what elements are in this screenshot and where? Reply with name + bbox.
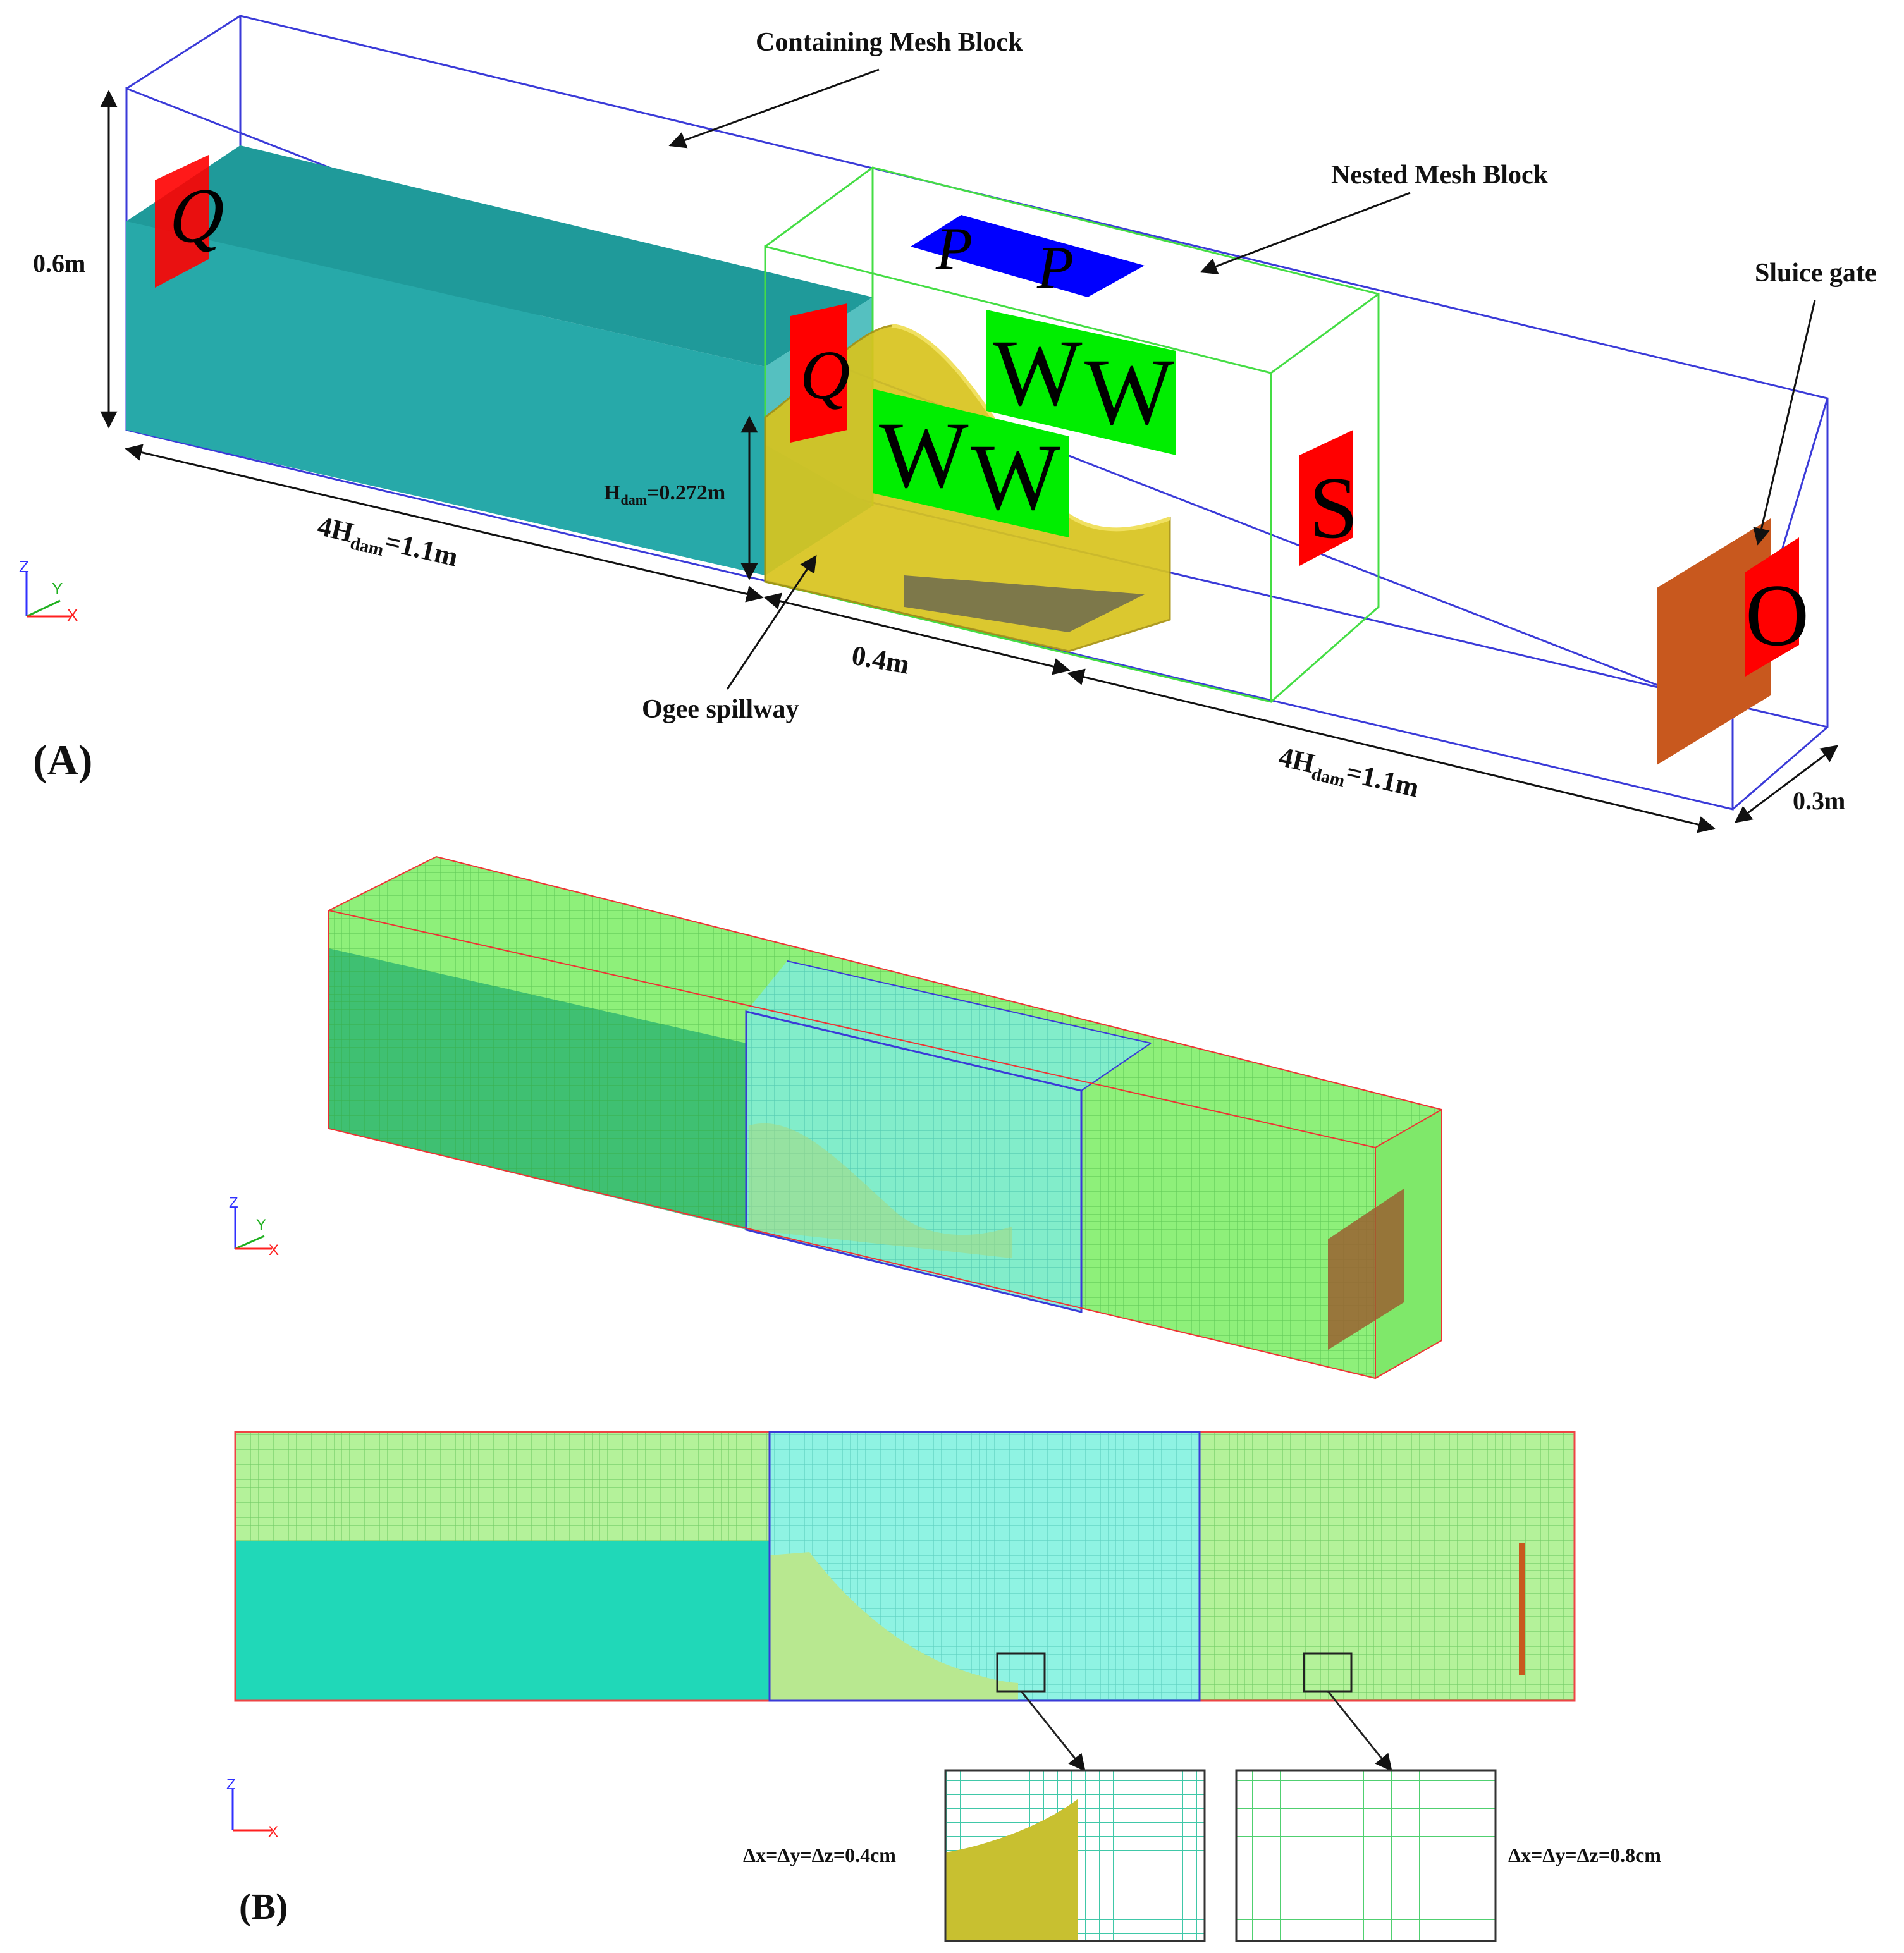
downstream-length-label: 4Hdam=1.1m [1275, 741, 1422, 807]
zoom-region-coarse [1303, 1652, 1353, 1693]
inlet-mark-upstream: Q [155, 155, 224, 288]
side-upstream-water [235, 1541, 770, 1701]
svg-text:O: O [1745, 566, 1809, 664]
svg-text:Q: Q [169, 171, 224, 262]
dimension-lines [100, 90, 1839, 833]
upstream-water-block [126, 145, 873, 575]
axis-x-a: X [67, 606, 78, 625]
wall-mark-upper: W W [986, 310, 1176, 455]
svg-text:P: P [935, 215, 973, 282]
axis-z-iso: Z [229, 1194, 238, 1211]
containing-mesh-block-label: Containing Mesh Block [756, 28, 1023, 57]
panel-b-isometric: Z Y X [229, 855, 1442, 1380]
axis-z-a: Z [19, 557, 29, 576]
mesh-block-end [1375, 1110, 1442, 1378]
axes-triad-b-iso: Z Y X [229, 1194, 279, 1259]
inlet-mark-nested: Q [790, 303, 850, 443]
axis-y-a: Y [52, 579, 63, 598]
svg-text:W: W [993, 321, 1083, 425]
pressure-mark-top: P P [911, 215, 1145, 301]
upstream-value: =1.1m [382, 526, 461, 573]
mesh-gate [1328, 1189, 1404, 1350]
ogee-spillway-label: Ogee spillway [642, 695, 799, 724]
zoom-panel-coarse [1235, 1769, 1497, 1942]
zoom-coarse-label: Δx=Δy=Δz=0.8cm [1508, 1844, 1661, 1866]
outlet-mark: O [1745, 537, 1809, 677]
wall-mark-lower: W W [873, 389, 1069, 537]
svg-text:W: W [971, 425, 1060, 530]
downstream-value: =1.1m [1343, 757, 1422, 804]
symmetry-mark: S [1299, 430, 1358, 566]
side-spillway [770, 1552, 1018, 1701]
hdam-main: H [604, 481, 620, 505]
width-label: 0.3m [1793, 787, 1845, 815]
panel-b-label: (B) [239, 1886, 288, 1927]
axes-triad-a: Z Y X [19, 557, 78, 625]
upstream-length-label: 4Hdam=1.1m [314, 510, 461, 577]
axis-y-iso: Y [256, 1216, 266, 1234]
downstream-sub: dam [1310, 764, 1347, 791]
axis-x-iso: X [269, 1242, 279, 1259]
panel-a: Q Q P P W W W W S [19, 15, 1876, 833]
side-gate [1519, 1543, 1525, 1675]
axes-triad-b-side: Z X [226, 1776, 278, 1840]
sluice-gate-label: Sluice gate [1755, 259, 1876, 288]
hdam-sub: dam [620, 492, 647, 508]
zoom-region-fine [996, 1652, 1046, 1693]
nested-mesh-block-label: Nested Mesh Block [1331, 161, 1549, 190]
callout-arrows [668, 68, 1816, 690]
spillway-length-label: 0.4m [849, 640, 912, 680]
svg-text:S: S [1309, 459, 1358, 557]
hdam-value: =0.272m [647, 481, 725, 505]
svg-text:P: P [1036, 234, 1074, 301]
panel-b-side-view: Δx=Δy=Δz=0.4cm Δx=Δy=Δz=0.8cm Z X (B) [226, 1431, 1661, 1942]
svg-text:Q: Q [800, 336, 850, 413]
zoom-panel-fine [944, 1769, 1206, 1942]
zoom-fine-label: Δx=Δy=Δz=0.4cm [743, 1844, 896, 1866]
axis-x-side: X [268, 1823, 278, 1840]
axis-z-side: Z [226, 1776, 236, 1793]
hdam-label: Hdam=0.272m [604, 481, 725, 508]
boundary-marks: Q Q P P W W W W S [155, 155, 1809, 677]
svg-text:W: W [1084, 340, 1174, 444]
height-label: 0.6m [33, 249, 85, 278]
upstream-sub: dam [348, 534, 386, 560]
panel-a-label: (A) [33, 736, 92, 784]
svg-text:W: W [879, 403, 969, 508]
mesh-spillway-shape [749, 1123, 1012, 1258]
